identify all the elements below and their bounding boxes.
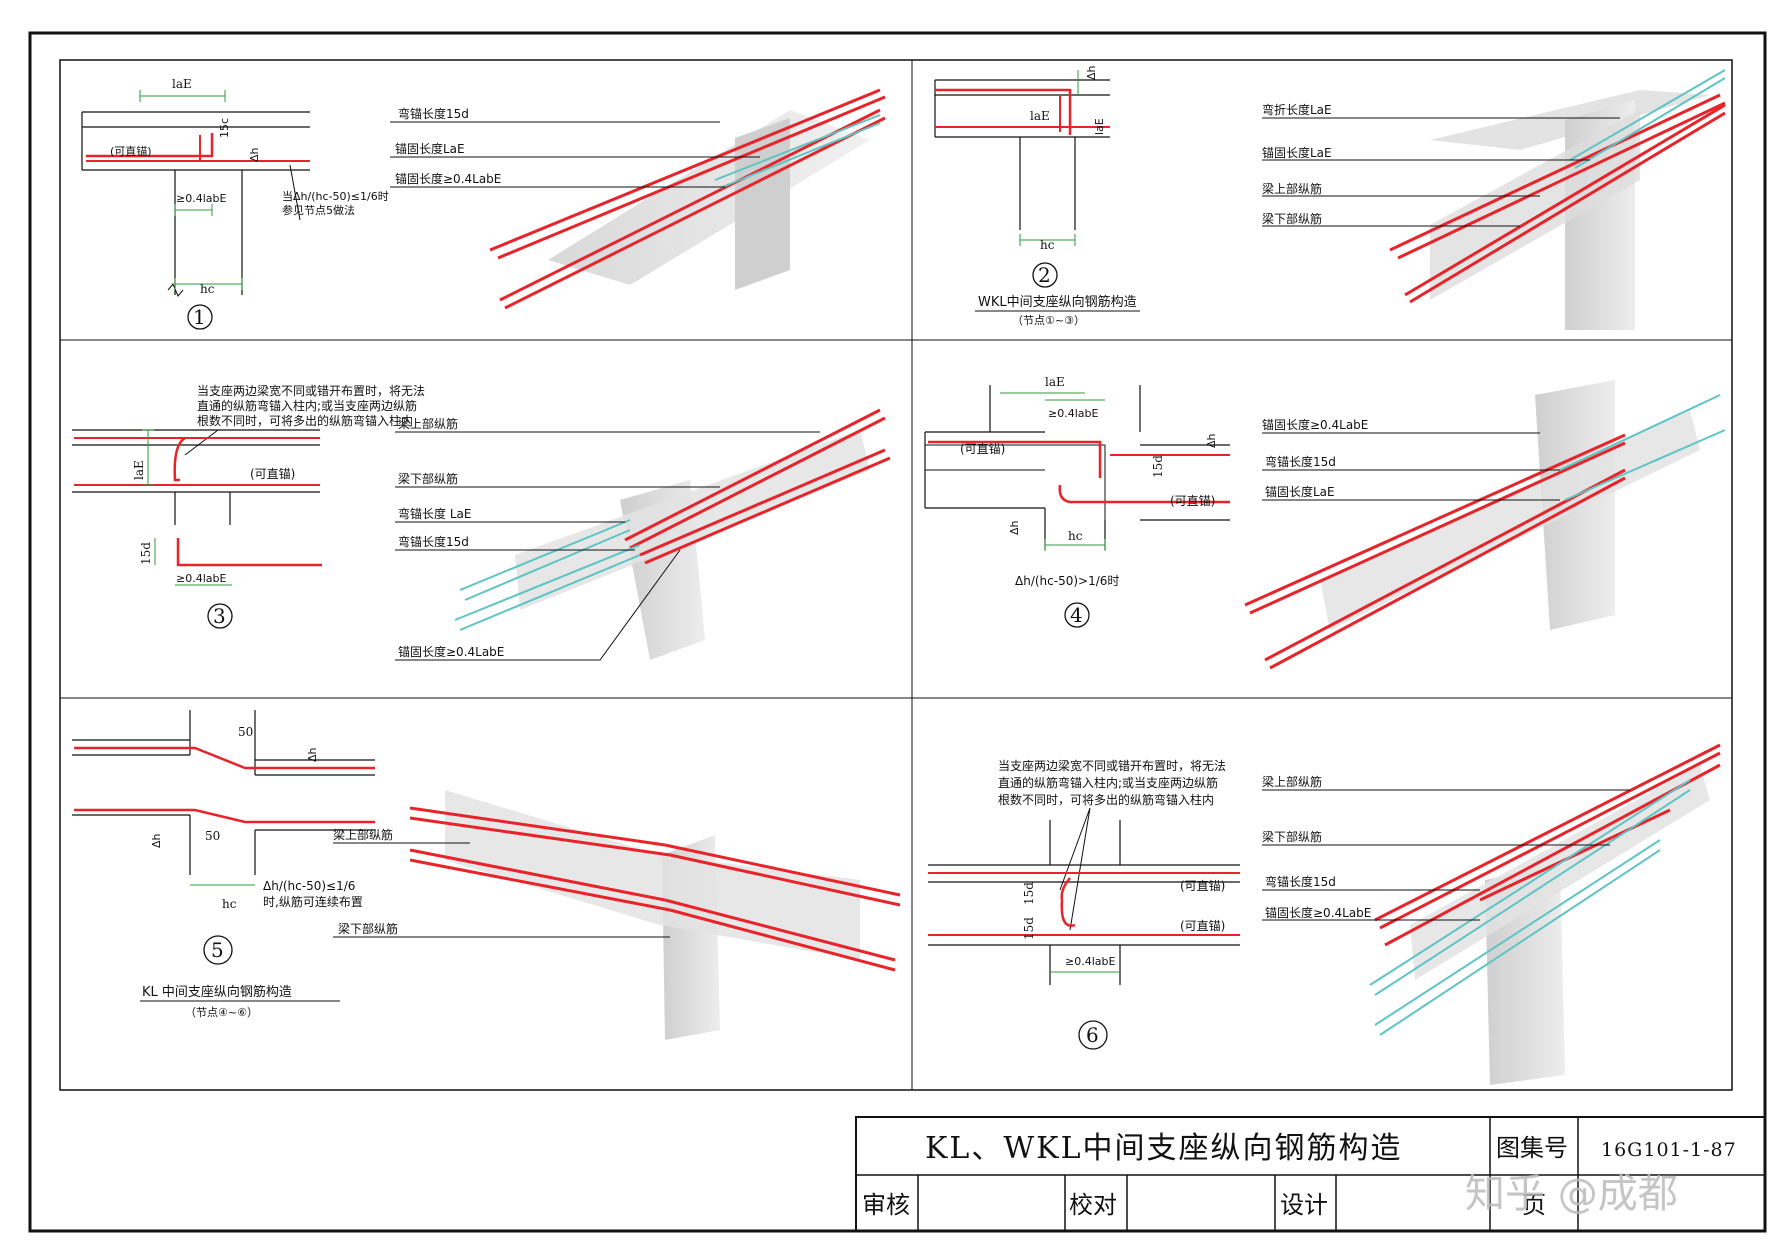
callout-bend-15d: 弯锚长度15d xyxy=(1265,454,1336,469)
dim-hc: hc xyxy=(1040,238,1055,252)
dim-dh: Δh xyxy=(1085,65,1098,80)
node-number: 4 xyxy=(1070,603,1083,627)
callout-bend-15d: 弯锚长度15d xyxy=(398,534,469,549)
note-line2: 直通的纵筋弯锚入柱内;或当支座两边纵筋 xyxy=(998,775,1218,790)
callout-bend-laE: 弯折长度LaE xyxy=(1262,102,1332,117)
sheet-title: KL、WKL中间支座纵向钢筋构造 xyxy=(925,1131,1403,1166)
caption-sub: （节点①~③） xyxy=(1012,314,1085,327)
caption-kl: KL 中间支座纵向钢筋构造 xyxy=(142,984,292,1000)
inner-frame xyxy=(59,59,1733,1091)
dim-hc: hc xyxy=(1068,529,1083,543)
dim-04labE: ≥0.4labE xyxy=(176,572,226,585)
dim-laE-vertical: laE xyxy=(1093,118,1106,135)
dim-15d: 15d xyxy=(1151,455,1165,478)
dim-04labE: ≥0.4labE xyxy=(1048,407,1098,420)
node-number: 1 xyxy=(193,305,206,329)
callout-bottom-bar: 梁下部纵筋 xyxy=(1262,829,1322,844)
callout-anchor-laE: 锚固长度LaE xyxy=(1265,484,1335,499)
caption-sub: （节点④~⑥） xyxy=(185,1006,258,1019)
dim-15d: 15d xyxy=(139,542,153,565)
callout-anchor-laE: 锚固长度LaE xyxy=(395,141,465,156)
panel-node-3: 当支座两边梁宽不同或错开布置时，将无法 直通的纵筋弯锚入柱内;或当支座两边纵筋 … xyxy=(72,383,891,661)
label-straight: (可直锚) xyxy=(250,466,295,481)
callout-anchor-04: 锚固长度≥0.4LabE xyxy=(1262,417,1368,432)
callout-anchor-04: 锚固长度≥0.4LabE xyxy=(398,644,504,659)
dim-dh-a: Δh xyxy=(306,747,319,762)
node-number: 5 xyxy=(211,938,224,962)
note-line1: 当Δh/(hc-50)≤1/6时 xyxy=(282,189,389,203)
callout-bend-15d: 弯锚长度15d xyxy=(1265,874,1336,889)
dim-15c: 15c xyxy=(218,118,231,138)
dim-04labE: ≥0.4labE xyxy=(1065,955,1115,968)
node-number: 3 xyxy=(213,604,226,628)
callout-top-bar: 梁上部纵筋 xyxy=(398,416,458,431)
dim-15d-b: 15d xyxy=(1022,917,1036,940)
dim-laE: laE xyxy=(132,460,146,480)
callout-top-bar: 梁上部纵筋 xyxy=(1262,774,1322,789)
check-label: 校对 xyxy=(1069,1191,1117,1219)
callout-anchor-04: 锚固长度≥0.4LabE xyxy=(1265,905,1371,920)
title-block: KL、WKL中间支座纵向钢筋构造 图集号 16G101-1-87 审核 校对 设… xyxy=(855,1116,1766,1232)
dim-50b: 50 xyxy=(205,829,220,843)
callout-bottom-bar: 梁下部纵筋 xyxy=(398,471,458,486)
label-straight-2: (可直锚) xyxy=(1180,918,1225,933)
dim-hc: hc xyxy=(222,897,237,911)
callout-top-bar: 梁上部纵筋 xyxy=(333,827,393,842)
condition-text: Δh/(hc-50)>1/6时 xyxy=(1015,574,1119,588)
review-label: 审核 xyxy=(862,1191,910,1219)
callout-anchor-04: 锚固长度≥0.4LabE xyxy=(395,171,501,186)
dim-laE: laE xyxy=(1045,375,1065,389)
callout-bend-laE: 弯锚长度 LaE xyxy=(398,506,471,521)
note-line2: 参见节点5做法 xyxy=(282,203,355,217)
dim-hc: hc xyxy=(200,282,215,296)
page-label: 页 xyxy=(1522,1191,1546,1219)
note-line2: 直通的纵筋弯锚入柱内;或当支座两边纵筋 xyxy=(197,398,417,413)
dim-15d-a: 15d xyxy=(1022,882,1036,905)
callout-anchor-laE: 锚固长度LaE xyxy=(1262,145,1332,160)
atlas-code: 16G101-1-87 xyxy=(1601,1139,1737,1161)
label-straight-2: (可直锚) xyxy=(1170,493,1215,508)
dim-dh-right: Δh xyxy=(1205,433,1218,448)
callout-bottom-bar: 梁下部纵筋 xyxy=(338,921,398,936)
callout-top-bar: 梁上部纵筋 xyxy=(1262,181,1322,196)
label-straight-1: (可直锚) xyxy=(960,441,1005,456)
label-straight-1: (可直锚) xyxy=(1180,878,1225,893)
design-label: 设计 xyxy=(1280,1191,1328,1219)
panel-node-1: laE 15c Δh (可直锚) ≥0.4labE hc 当Δh/(hc-50)… xyxy=(81,77,886,330)
atlas-label: 图集号 xyxy=(1496,1134,1568,1162)
dim-04labE: ≥0.4labE xyxy=(176,192,226,205)
dim-laE: laE xyxy=(1030,109,1050,123)
dim-50a: 50 xyxy=(238,725,253,739)
note-line3: 根数不同时，可将多出的纵筋弯锚入柱内 xyxy=(197,413,413,428)
dim-laE: laE xyxy=(172,77,192,91)
node-number: 6 xyxy=(1086,1023,1099,1047)
label-straight: (可直锚) xyxy=(110,144,152,158)
panel-node-5: 50 Δh Δh 50 hc Δh/(hc-50)≤1/6 时,纵筋可连续布置 … xyxy=(72,710,901,1040)
panel-node-4: laE ≥0.4labE (可直锚) 15d Δh (可直锚) Δh hc Δh… xyxy=(924,375,1726,670)
note-line3: 根数不同时，可将多出的纵筋弯锚入柱内 xyxy=(998,792,1214,807)
panel-node-2: laE laE Δh hc 2 WKL中间支座纵向钢筋构造 （节点①~③） 弯折… xyxy=(934,65,1726,330)
note-line2: 时,纵筋可连续布置 xyxy=(263,894,363,909)
caption-wkl: WKL中间支座纵向钢筋构造 xyxy=(978,294,1137,310)
note-line1: 当支座两边梁宽不同或错开布置时，将无法 xyxy=(998,758,1226,773)
callout-bottom-bar: 梁下部纵筋 xyxy=(1262,211,1322,226)
note-line1: 当支座两边梁宽不同或错开布置时，将无法 xyxy=(197,383,425,398)
panel-node-6: 当支座两边梁宽不同或错开布置时，将无法 直通的纵筋弯锚入柱内;或当支座两边纵筋 … xyxy=(928,743,1721,1085)
watermark: 知乎 @成都 xyxy=(1465,1171,1678,1217)
node-number: 2 xyxy=(1038,263,1051,287)
dim-dh: Δh xyxy=(248,147,261,162)
callout-bend-15d: 弯锚长度15d xyxy=(398,106,469,121)
dim-dh-left: Δh xyxy=(1008,520,1021,535)
dim-dh-b: Δh xyxy=(150,833,163,848)
note-line1: Δh/(hc-50)≤1/6 xyxy=(263,879,355,893)
